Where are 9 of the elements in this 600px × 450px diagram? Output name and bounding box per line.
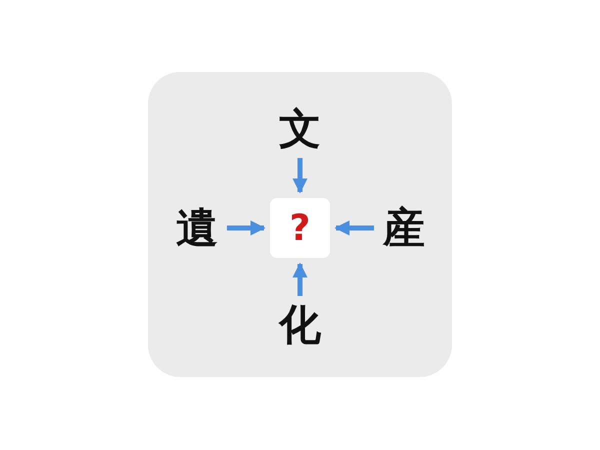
- arrow: [292, 158, 308, 194]
- arrow: [334, 220, 374, 236]
- arrow: [227, 220, 266, 236]
- kanji-character: 文: [276, 106, 324, 152]
- question-box: ?: [270, 198, 330, 258]
- kanji-character: 産: [380, 205, 428, 251]
- kanji-character: 遺: [173, 205, 221, 251]
- arrow: [292, 262, 308, 296]
- kanji-character: 化: [276, 302, 324, 348]
